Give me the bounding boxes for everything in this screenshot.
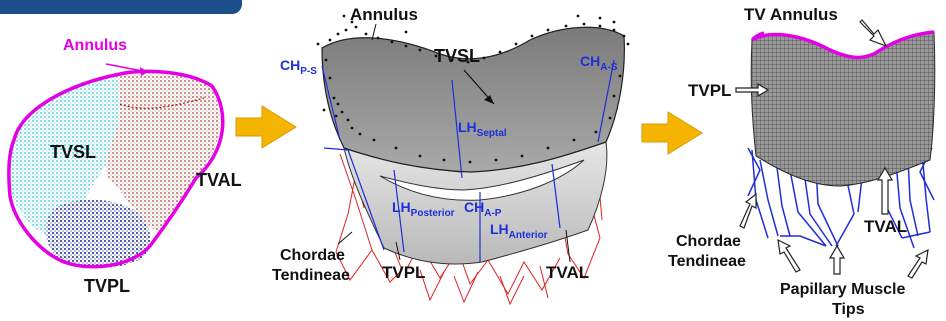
- mid-chordae-label-2: Tendineae: [272, 267, 350, 284]
- left-tvsl-label: TVSL: [50, 142, 96, 162]
- mid-tval-label: TVAL: [546, 263, 589, 282]
- papillary-pointer-arrows: [778, 240, 928, 278]
- papillary-label-2: Tips: [832, 301, 865, 318]
- header-tab: [0, 0, 242, 14]
- mid-chordae-label-1: Chordae: [280, 247, 345, 264]
- right-chordae-label-1: Chordae: [676, 233, 741, 250]
- right-tvpl-label: TVPL: [688, 81, 731, 100]
- ch-ps-label: CHP-S: [280, 57, 317, 77]
- left-annulus-label: Annulus: [63, 37, 127, 54]
- right-tval-label: TVAL: [864, 217, 907, 236]
- left-point-cloud: [9, 64, 223, 268]
- right-mesh-model: [748, 32, 935, 248]
- left-tval-label: TVAL: [196, 170, 242, 190]
- flow-arrow-1: [236, 106, 296, 148]
- right-chordae-pointer-arrow: [740, 194, 756, 228]
- papillary-label-1: Papillary Muscle: [780, 281, 905, 298]
- left-tvpl-label: TVPL: [84, 276, 130, 296]
- flow-arrow-2: [642, 112, 702, 154]
- mid-tvpl-label: TVPL: [382, 263, 425, 282]
- mid-annulus-label: Annulus: [350, 5, 418, 24]
- tv-annulus-label: TV Annulus: [744, 5, 838, 24]
- right-chordae-label-2: Tendineae: [668, 253, 746, 270]
- mid-tvsl-label: TVSL: [434, 46, 480, 66]
- tv-annulus-pointer-arrow: [860, 20, 886, 46]
